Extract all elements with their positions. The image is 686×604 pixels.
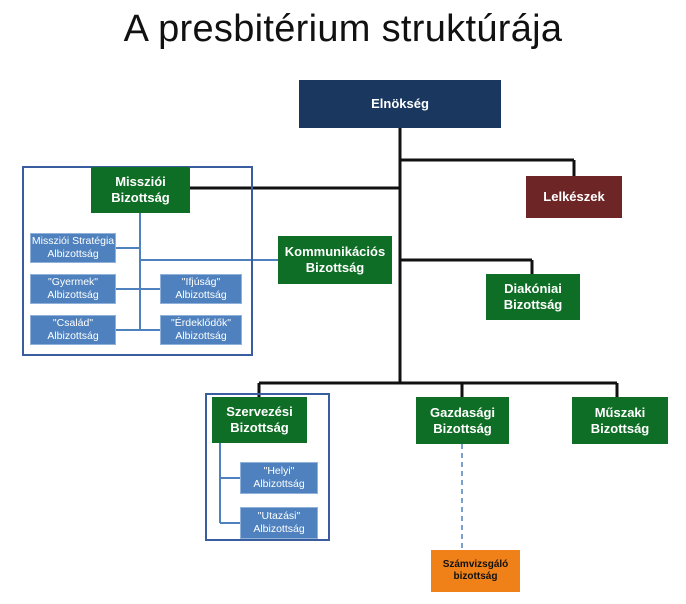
node-ifjusag: "Ifjúság" Albizottság xyxy=(160,274,242,304)
node-gyermek: "Gyermek" Albizottság xyxy=(30,274,116,304)
node-csalad: "Család" Albizottság xyxy=(30,315,116,345)
node-lelkeszek: Lelkészek xyxy=(526,176,622,218)
node-gazdasagi: Gazdasági Bizottság xyxy=(416,397,509,444)
node-muszaki: Műszaki Bizottság xyxy=(572,397,668,444)
node-helyi: "Helyi" Albizottság xyxy=(240,462,318,494)
node-elnokseg: Elnökség xyxy=(299,80,501,128)
node-diakoniai: Diakóniai Bizottság xyxy=(486,274,580,320)
page-title: A presbitérium struktúrája xyxy=(123,8,563,50)
node-missioi-strategia: Missziói Stratégia Albizottság xyxy=(30,233,116,263)
node-erdeklodok: "Érdeklődők" Albizottság xyxy=(160,315,242,345)
node-szamvizsgalo: Számvizsgáló bizottság xyxy=(431,550,520,592)
node-utazasi: "Utazási" Albizottság xyxy=(240,507,318,539)
node-kommunikacios: Kommunikációs Bizottság xyxy=(278,236,392,284)
szervezesi-group-frame xyxy=(205,393,330,541)
node-szervezesi: Szervezési Bizottság xyxy=(212,397,307,443)
node-missioi: Missziói Bizottság xyxy=(91,167,190,213)
